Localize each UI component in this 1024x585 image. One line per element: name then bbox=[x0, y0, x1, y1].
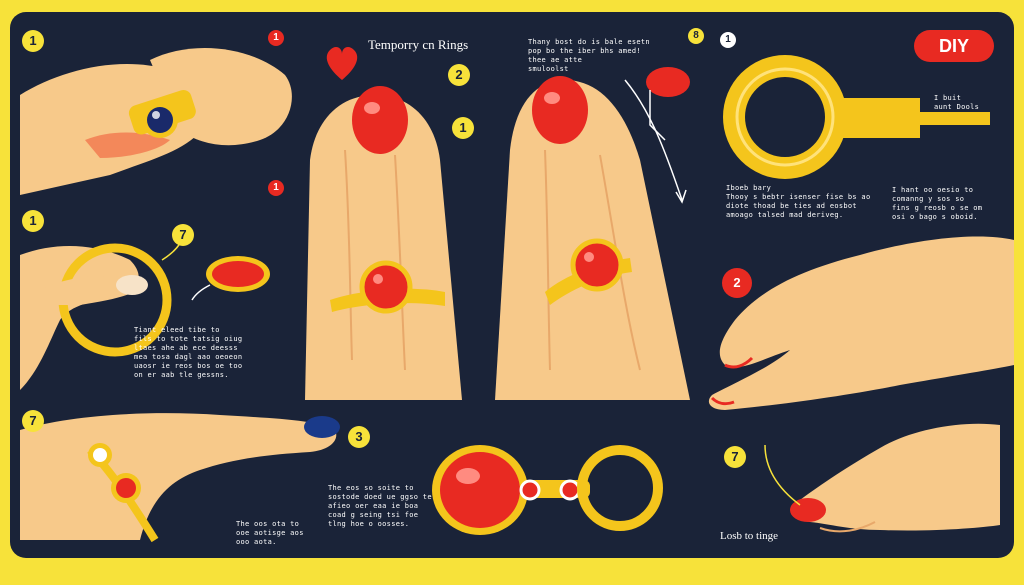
page-title: Temporry cn Rings bbox=[368, 37, 469, 52]
step-badge-red-top: 1 bbox=[268, 30, 284, 46]
instruction-top-center: Thany bost do is bale esetn pop bo the i… bbox=[528, 38, 650, 73]
nail-tip-pointer bbox=[624, 67, 690, 204]
red-stone-pointer bbox=[161, 239, 270, 301]
instruction-tools: I buit aunt Dools bbox=[934, 94, 980, 111]
instruction-right-mid-b: I hant oo oesio to comanng y sos so fins… bbox=[892, 186, 983, 221]
instruction-right-mid-a: Iboeb bary Thooy s bebtr isenser fise bs… bbox=[726, 184, 871, 219]
step-badge-1: 1 bbox=[22, 30, 44, 52]
label-bottom-right: Losb to tinge bbox=[720, 530, 779, 542]
step-badge-1c: 1 bbox=[720, 32, 736, 48]
ring-sizer-tool bbox=[723, 55, 990, 179]
instruction-bottom-left: The oos ota to ooe aotisge aos ooo aota. bbox=[236, 520, 304, 546]
step-badge-1b: 1 bbox=[452, 117, 474, 139]
hand-with-gold-ring bbox=[20, 243, 172, 390]
heart-icon bbox=[326, 47, 358, 80]
step-badge-3: 3 bbox=[348, 426, 370, 448]
finger-left bbox=[305, 86, 462, 400]
hand-pointing bbox=[708, 236, 1014, 410]
step-badge-7c: 7 bbox=[724, 446, 746, 468]
step-badge-7b: 7 bbox=[22, 410, 44, 432]
step-badge-8: 8 bbox=[688, 28, 704, 44]
diy-badge: DIY bbox=[914, 30, 994, 62]
ring-with-oval-stone bbox=[432, 445, 663, 535]
hand-pressing-nail bbox=[764, 423, 1000, 533]
instruction-bottom-mid: The eos so soite to sostode doed ue ggso… bbox=[328, 484, 432, 528]
step-badge-7: 7 bbox=[172, 224, 194, 246]
hands-holding-ring bbox=[20, 48, 292, 195]
hand-with-red-ring bbox=[20, 413, 340, 543]
instruction-left-mid: Tiant eleed tibe to fils to tote tatsig … bbox=[134, 326, 243, 379]
finger-right bbox=[495, 76, 690, 400]
step-badge-red-mid: 1 bbox=[268, 180, 284, 196]
step-badge-red-2: 2 bbox=[722, 268, 752, 298]
step-badge-2: 2 bbox=[448, 64, 470, 86]
step-badge-1d: 1 bbox=[22, 210, 44, 232]
